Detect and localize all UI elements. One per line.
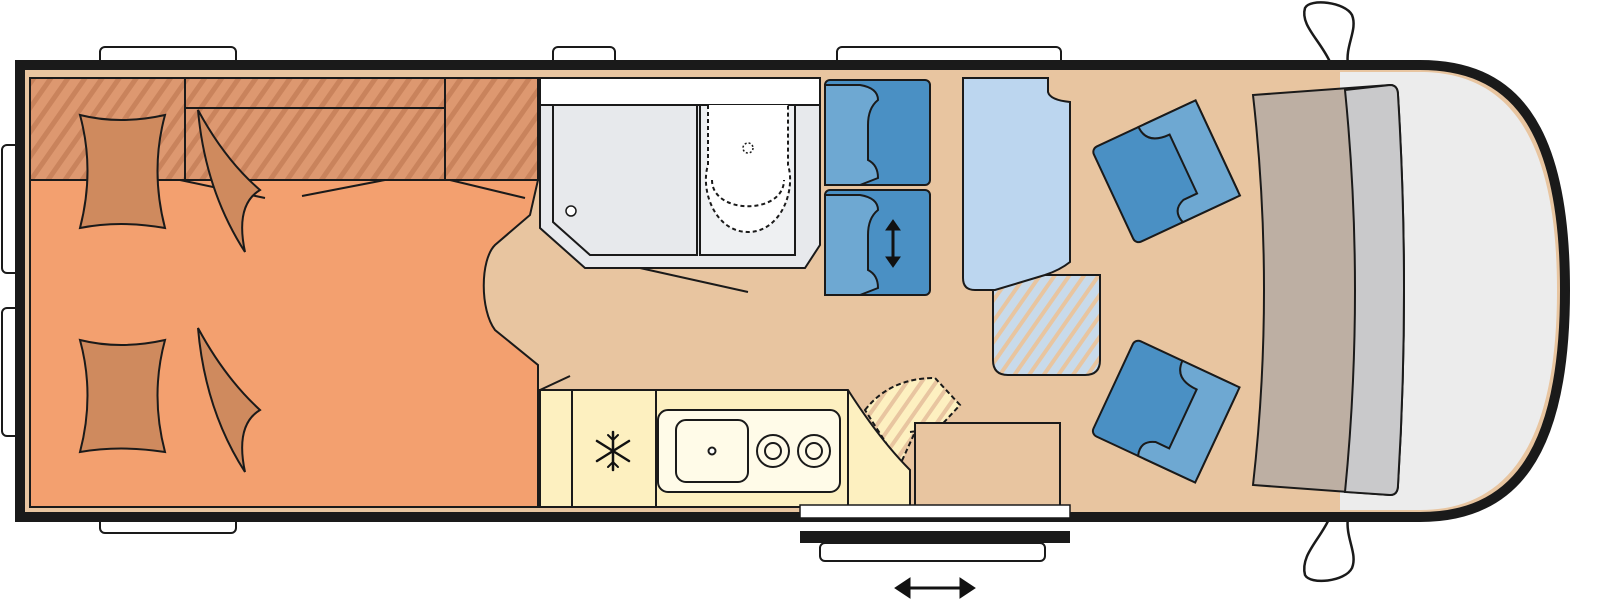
blanket-fold: [197, 109, 262, 253]
bedroom: [29, 77, 539, 508]
entry-step: [819, 542, 1046, 562]
bathroom-door[interactable]: [639, 267, 749, 293]
mirror-bottom: [1302, 516, 1355, 583]
side-cabinet: [914, 422, 1061, 508]
bathroom: [539, 77, 821, 293]
table-top: [962, 77, 1071, 291]
cab-dashboard: [1251, 83, 1405, 497]
door-threshold: [800, 531, 1070, 543]
bathroom-cabinet: [539, 77, 821, 106]
mirrors: [1302, 1, 1355, 583]
mirror-top: [1302, 1, 1355, 66]
snowflake-icon: [595, 430, 631, 472]
shower: [552, 104, 698, 256]
sink-drain: [707, 446, 717, 456]
dining-table: [962, 77, 1101, 376]
pillow: [78, 338, 167, 454]
toilet: [704, 105, 792, 234]
entrance-door[interactable]: [799, 504, 1071, 562]
pillows: [78, 109, 262, 473]
cab-seat-driver: [1092, 99, 1242, 244]
cab-seats: [1091, 99, 1242, 484]
cab-seat-passenger: [1091, 339, 1241, 484]
table-extension: [992, 274, 1101, 376]
pillow: [78, 113, 167, 230]
shower-drain: [565, 205, 577, 217]
dinette-bench: [824, 79, 931, 296]
vertical-double-arrow-icon: [885, 219, 901, 268]
horizontal-double-arrow-icon: [894, 577, 976, 599]
blanket-fold: [197, 327, 262, 473]
kitchen: [539, 375, 962, 508]
